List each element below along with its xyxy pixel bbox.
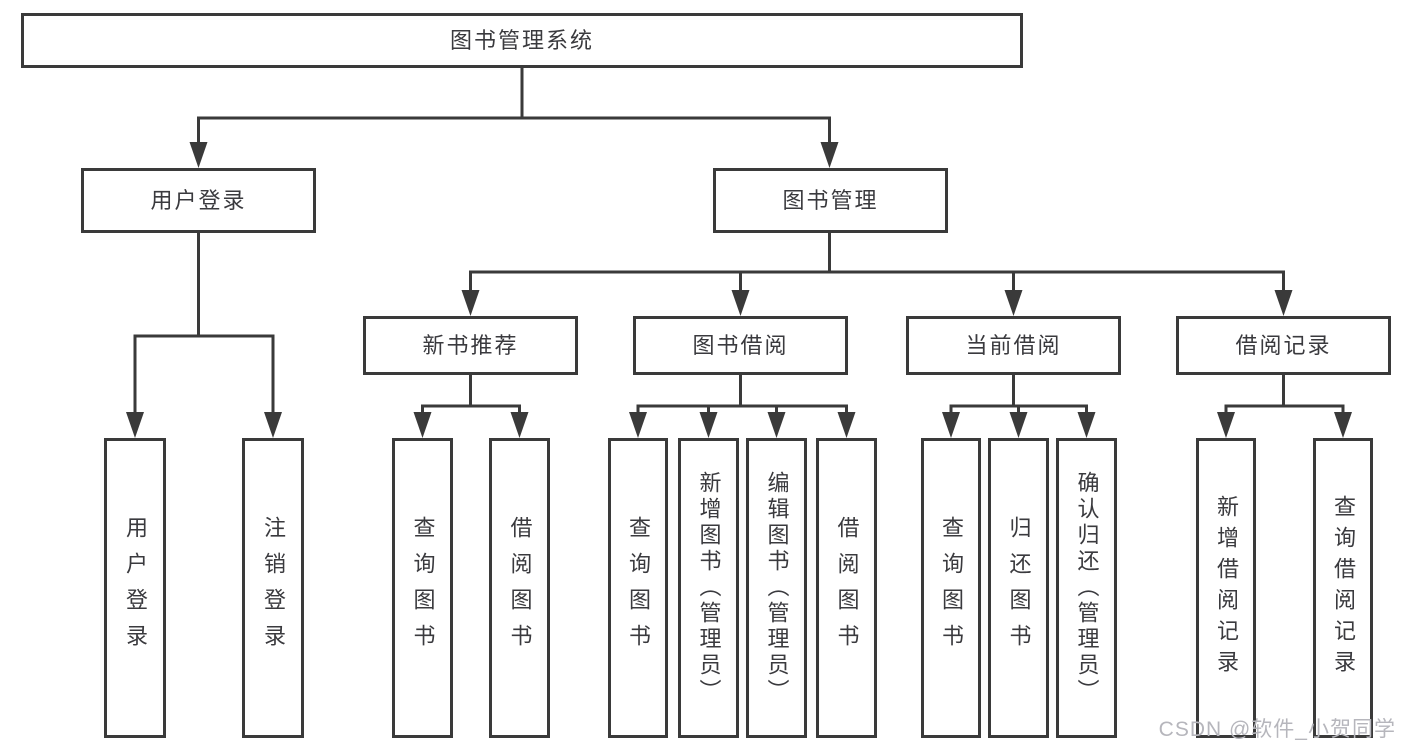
leaf-confirm-return-admin: 确认归还（管理员）	[1056, 438, 1117, 738]
node-user-login-label: 用户登录	[150, 187, 247, 213]
node-book-borrowing: 图书借阅	[633, 316, 848, 375]
leaf-add-borrow-record-label: 新增借阅记录	[1214, 495, 1239, 681]
node-user-login: 用户登录	[81, 168, 316, 233]
node-current-borrowing: 当前借阅	[906, 316, 1121, 375]
leaf-query-books-current-label: 查询图书	[939, 516, 964, 660]
node-new-book-recommendation-label: 新书推荐	[422, 332, 519, 358]
leaf-edit-book-admin-label: 编辑图书（管理员）	[764, 471, 790, 705]
node-book-management-label: 图书管理	[782, 187, 879, 213]
leaf-logout-login-label: 注销登录	[261, 516, 286, 660]
leaf-user-login: 用户登录	[104, 438, 166, 738]
leaf-borrow-books-label: 借阅图书	[834, 516, 860, 660]
leaf-add-book-admin: 新增图书（管理员）	[678, 438, 739, 738]
leaf-query-books-new-label: 查询图书	[410, 516, 436, 660]
leaf-return-books-label: 归还图书	[1006, 516, 1032, 660]
leaf-borrow-books-new-label: 借阅图书	[507, 516, 533, 660]
leaf-query-books-new: 查询图书	[392, 438, 453, 738]
node-borrowing-records-label: 借阅记录	[1235, 332, 1332, 358]
leaf-query-books-borrow: 查询图书	[608, 438, 668, 738]
node-new-book-recommendation: 新书推荐	[363, 316, 578, 375]
node-current-borrowing-label: 当前借阅	[965, 332, 1062, 358]
leaf-user-login-label: 用户登录	[123, 516, 148, 660]
node-book-management: 图书管理	[713, 168, 948, 233]
node-book-borrowing-label: 图书借阅	[692, 332, 789, 358]
leaf-query-books-current: 查询图书	[921, 438, 981, 738]
leaf-query-borrow-record: 查询借阅记录	[1313, 438, 1373, 738]
node-borrowing-records: 借阅记录	[1176, 316, 1391, 375]
leaf-add-book-admin-label: 新增图书（管理员）	[696, 471, 722, 705]
leaf-confirm-return-admin-label: 确认归还（管理员）	[1074, 471, 1100, 705]
leaf-return-books: 归还图书	[988, 438, 1049, 738]
leaf-add-borrow-record: 新增借阅记录	[1196, 438, 1256, 738]
leaf-logout-login: 注销登录	[242, 438, 304, 738]
leaf-query-borrow-record-label: 查询借阅记录	[1331, 495, 1356, 681]
leaf-borrow-books: 借阅图书	[816, 438, 877, 738]
node-library-management-system-label: 图书管理系统	[449, 27, 594, 53]
node-library-management-system: 图书管理系统	[21, 13, 1023, 68]
leaf-borrow-books-new: 借阅图书	[489, 438, 550, 738]
leaf-query-books-borrow-label: 查询图书	[626, 516, 651, 660]
leaf-edit-book-admin: 编辑图书（管理员）	[746, 438, 807, 738]
